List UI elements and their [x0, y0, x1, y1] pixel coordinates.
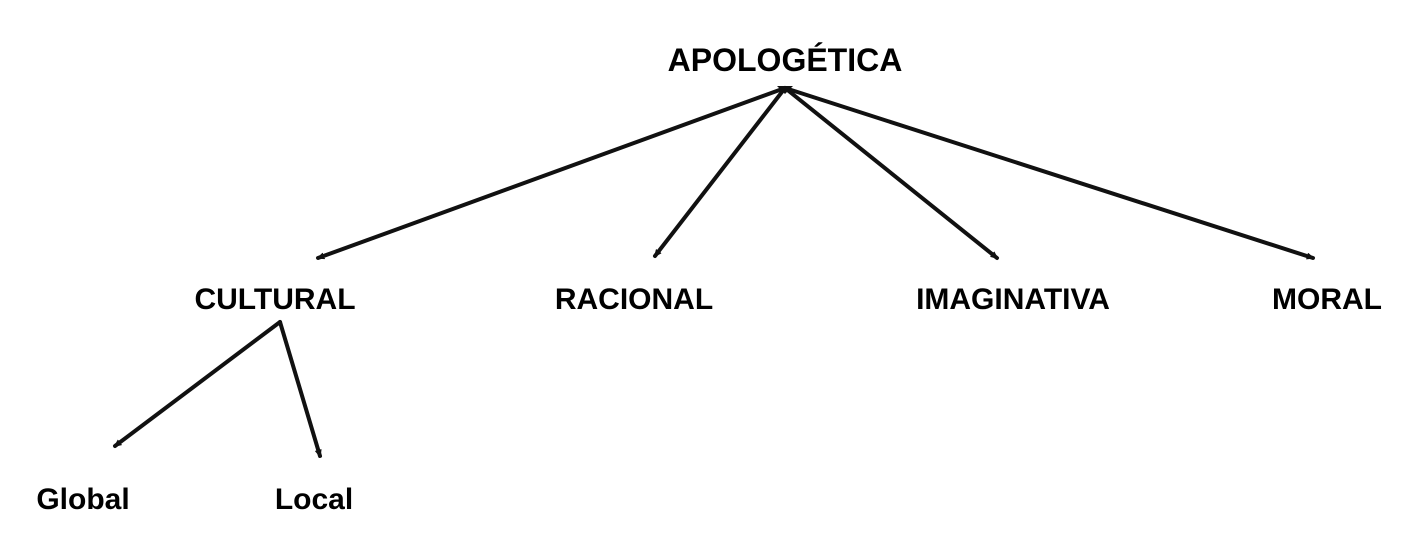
node-local: Local [274, 483, 354, 516]
node-cultural: CULTURAL [194, 283, 356, 316]
arrow-apologetica-to-racional [653, 86, 787, 258]
arrow-cultural-to-local [278, 320, 322, 458]
root-origin-mark [777, 86, 793, 94]
node-apologetica: APOLOGÉTICA [667, 42, 903, 78]
arrow-apologetica-to-moral [783, 86, 1315, 260]
node-racional: RACIONAL [554, 283, 714, 316]
arrow-apologetica-to-imaginativa [783, 86, 999, 260]
edge-group [113, 86, 1315, 458]
node-imaginativa: IMAGINATIVA [916, 283, 1110, 316]
arrow-cultural-to-global [113, 320, 282, 448]
node-global: Global [36, 483, 130, 516]
arrow-apologetica-to-cultural [316, 86, 787, 260]
node-moral: MORAL [1272, 283, 1382, 316]
